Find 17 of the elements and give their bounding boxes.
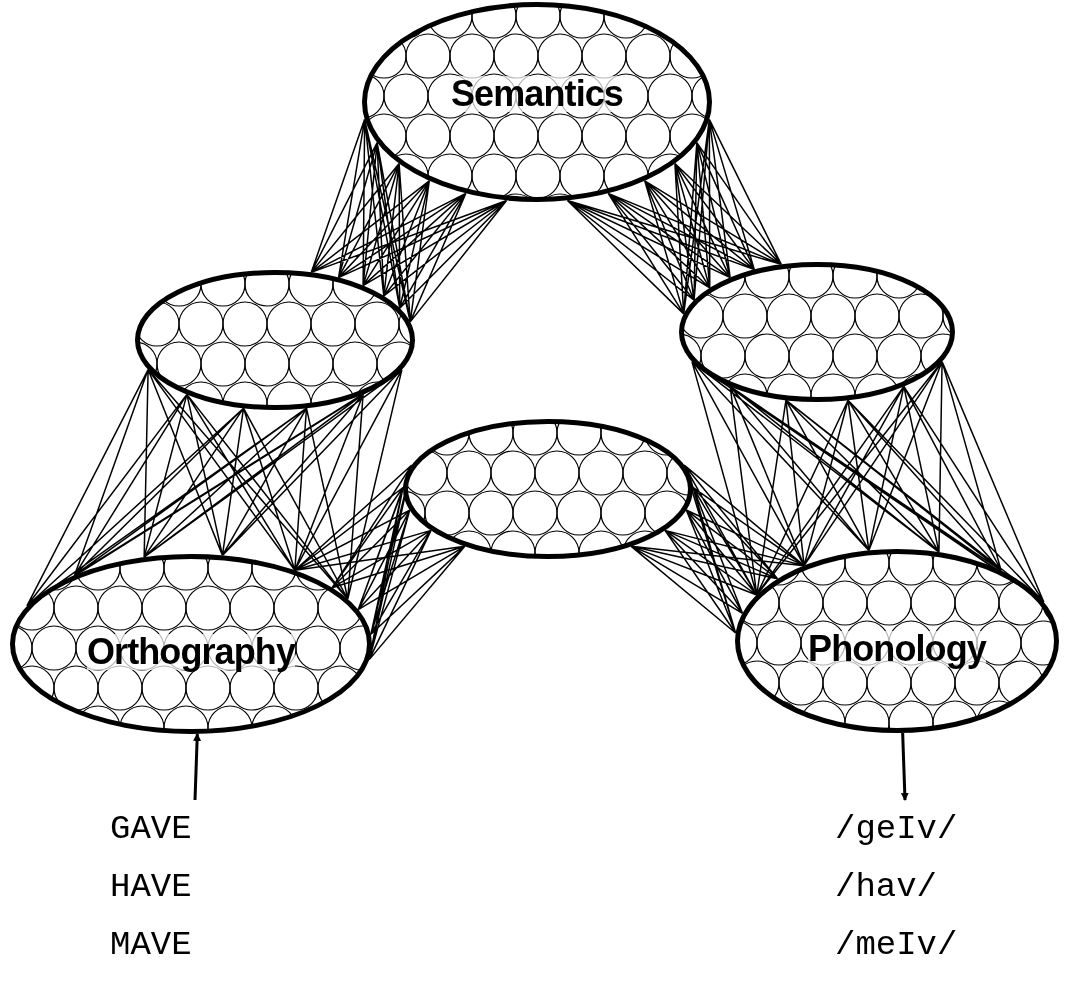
- word-text: /hav/: [835, 867, 939, 908]
- connection-bundle: [26, 368, 403, 607]
- layer-label: Phonology: [808, 631, 986, 667]
- layer-label: Semantics: [451, 76, 623, 112]
- word-text: MAVE: [110, 925, 193, 966]
- layer-label: Orthography: [86, 634, 296, 670]
- word-text: /geIv/: [835, 809, 959, 850]
- connection-bundle: [294, 464, 466, 661]
- arrow: [900, 732, 909, 801]
- word-text: GAVE: [110, 809, 193, 850]
- connection-bundle: [566, 118, 783, 315]
- arrow: [193, 732, 202, 801]
- connection-bundle: [691, 360, 1045, 603]
- connection-bundle: [630, 464, 805, 634]
- word-text: /meIv/: [835, 925, 959, 966]
- connection-bundle: [310, 118, 508, 323]
- word-text: HAVE: [110, 867, 193, 908]
